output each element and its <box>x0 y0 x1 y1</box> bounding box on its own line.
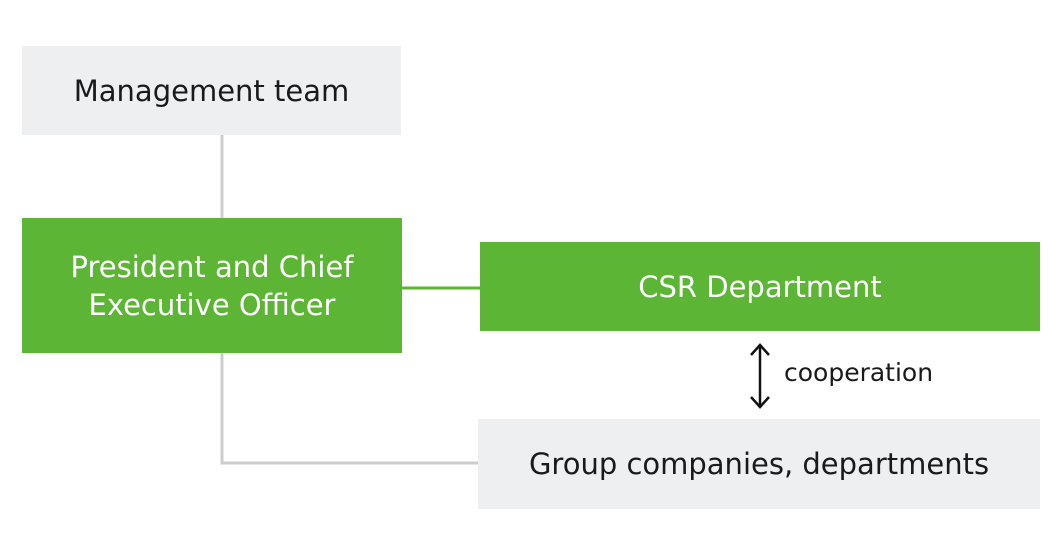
connector-ceo-group <box>220 353 478 465</box>
group-companies-label: Group companies, departments <box>528 447 990 481</box>
csr-department-label: CSR Department <box>638 269 882 304</box>
ceo-box: President and Chief Executive Officer <box>22 218 402 353</box>
management-team-box: Management team <box>22 46 401 135</box>
cooperation-label: cooperation <box>784 358 934 387</box>
group-companies-box: Group companies, departments <box>478 419 1040 509</box>
double-arrow-icon <box>750 343 770 409</box>
management-team-label: Management team <box>73 73 350 108</box>
csr-department-box: CSR Department <box>480 242 1040 331</box>
ceo-label: President and Chief Executive Officer <box>70 249 354 322</box>
